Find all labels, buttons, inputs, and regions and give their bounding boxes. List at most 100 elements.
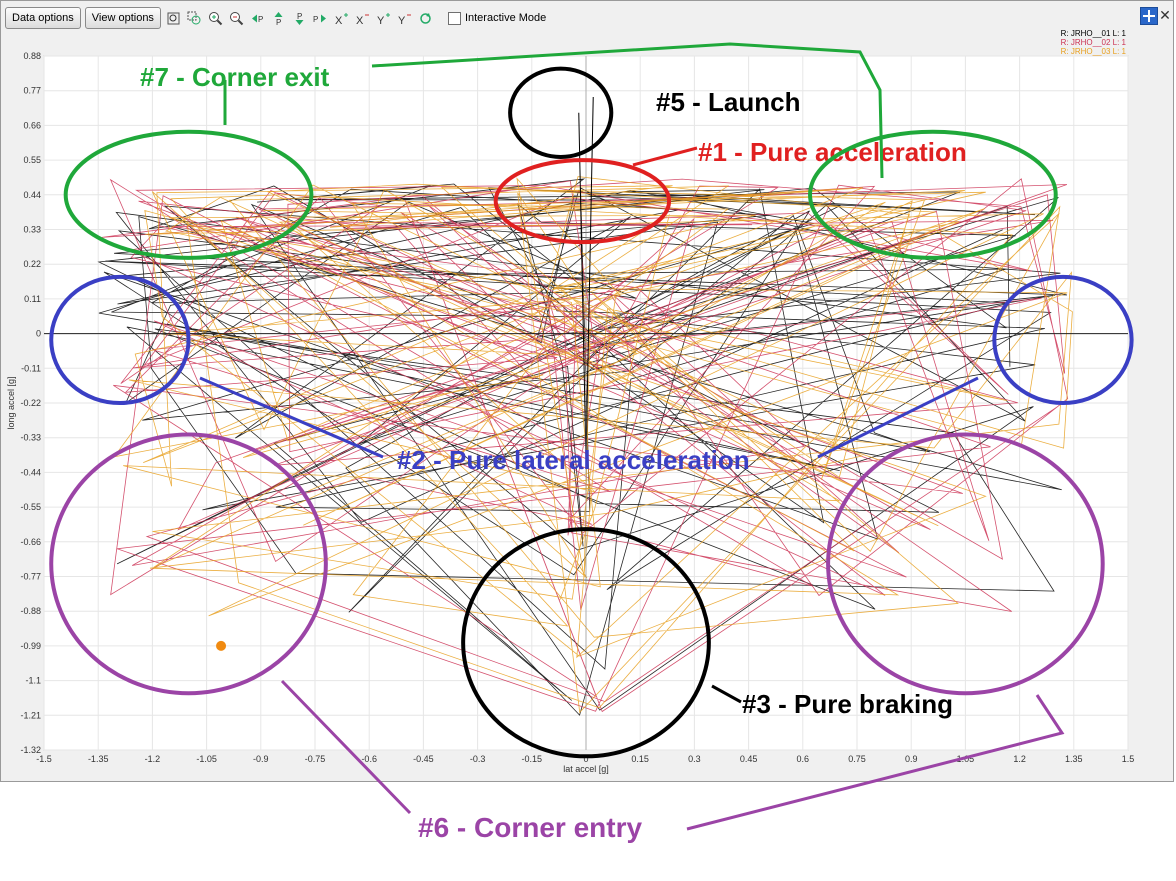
y-tick-label: 0.88 [23,51,41,61]
y-tick-label: -0.88 [20,606,41,616]
close-icon[interactable]: ✕ [1159,6,1171,23]
y-tick-label: -0.55 [20,502,41,512]
pan-right-icon[interactable]: P [312,10,329,27]
svg-text:P: P [313,15,318,24]
annotation-leader [199,376,384,459]
x-tick-label: 0.15 [631,754,649,764]
y-tick-label: 0.33 [23,225,41,235]
zoom-out-icon[interactable] [228,10,245,27]
pan-down-icon[interactable]: P [291,10,308,27]
svg-text:P: P [258,15,263,24]
legend-entry: R: JRHO__02 L: 1 [1061,38,1127,47]
y-tick-label: 0.77 [23,86,41,96]
y-tick-label: -0.11 [21,363,41,373]
y-tick-label: -0.33 [20,433,41,443]
x-tick-label: 0.3 [688,754,701,764]
data-options-button[interactable]: Data options [5,7,81,29]
interactive-mode-checkbox[interactable] [447,11,461,25]
annotation-leader [817,376,979,459]
y-tick-label: -1.21 [20,710,41,720]
x-tick-label: -0.15 [522,754,543,764]
annotation-leader [371,42,884,179]
interactive-mode-toggle[interactable]: Interactive Mode [447,11,547,25]
x-tick-label: -1.2 [145,754,161,764]
annotation-label: #2 - Pure lateral acceleration [397,445,750,475]
interactive-mode-label: Interactive Mode [464,12,547,24]
x-zoom-in-icon[interactable]: X [333,10,350,27]
pan-up-icon[interactable]: P [270,10,287,27]
legend-entry: R: JRHO__03 L: 1 [1061,47,1127,56]
x-tick-label: -1.05 [196,754,217,764]
x-tick-label: 1.5 [1122,754,1135,764]
move-handle-icon[interactable] [1140,7,1158,25]
svg-text:X: X [356,15,364,26]
toolbar: Data options View options P P P P X X Y … [5,7,546,29]
x-tick-label: -0.45 [413,754,434,764]
y-tick-label: 0.66 [23,120,41,130]
annotation-leader [711,684,742,704]
y-tick-label: -0.22 [20,398,41,408]
annotation-leader [280,679,412,815]
zoom-in-icon[interactable] [207,10,224,27]
refresh-icon[interactable] [417,10,434,27]
svg-text:P: P [276,18,281,26]
svg-text:Y: Y [377,15,385,26]
y-zoom-in-icon[interactable]: Y [375,10,392,27]
x-tick-label: 0.75 [848,754,866,764]
view-options-button[interactable]: View options [84,7,161,29]
y-tick-label: 0.22 [23,259,41,269]
svg-text:P: P [297,12,302,21]
trace-series [101,178,1069,713]
y-tick-label: 0.44 [23,190,41,200]
x-tick-label: -0.3 [470,754,486,764]
x-tick-label: -0.75 [305,754,326,764]
cursor-point [216,640,227,651]
y-axis-label: long accel [g] [6,376,16,429]
x-axis-label: lat accel [g] [563,764,609,774]
annotation-leader [686,694,1065,831]
annotation-ellipse [49,432,328,696]
annotation-ellipse [461,527,711,759]
y-tick-label: 0 [36,329,41,339]
annotation-ellipse [992,274,1134,405]
x-tick-label: 1.2 [1013,754,1026,764]
x-tick-label: -0.9 [253,754,269,764]
annotation-leader [632,146,698,167]
x-tick-label: 0 [583,754,588,764]
y-tick-label: -1.1 [25,676,41,686]
y-tick-label: -1.32 [20,745,41,755]
x-tick-label: -0.6 [361,754,377,764]
annotation-ellipse [826,432,1105,696]
pan-left-icon[interactable]: P [249,10,266,27]
annotation-label: #5 - Launch [656,87,800,117]
y-tick-label: -0.77 [20,572,41,582]
x-tick-label: 0.6 [797,754,810,764]
annotation-ellipse [63,129,314,260]
svg-text:X: X [335,15,343,26]
annotation-label: #6 - Corner entry [418,812,642,843]
annotation-ellipse [49,274,191,405]
trace-series [113,176,1073,714]
annotation-label: #1 - Pure acceleration [698,137,967,167]
x-tick-label: 0.45 [740,754,758,764]
annotation-ellipse [493,158,672,245]
zoom-fit-icon[interactable] [165,10,182,27]
x-zoom-out-icon[interactable]: X [354,10,371,27]
annotation-ellipse [508,66,614,159]
x-tick-label: 0.9 [905,754,918,764]
y-tick-label: 0.55 [23,155,41,165]
y-tick-label: -0.99 [20,641,41,651]
annotation-ellipse [808,129,1058,260]
annotation-label: #3 - Pure braking [742,689,953,719]
svg-text:Y: Y [398,15,406,26]
y-tick-label: -0.66 [20,537,41,547]
x-tick-label: -1.5 [36,754,52,764]
annotation-label: #7 - Corner exit [140,62,330,92]
y-tick-label: 0.11 [24,294,41,304]
legend-entry: R: JRHO__01 L: 1 [1061,29,1127,38]
x-tick-label: -1.35 [88,754,109,764]
y-tick-label: -0.44 [20,467,41,477]
y-zoom-out-icon[interactable]: Y [396,10,413,27]
zoom-region-icon[interactable] [186,10,203,27]
